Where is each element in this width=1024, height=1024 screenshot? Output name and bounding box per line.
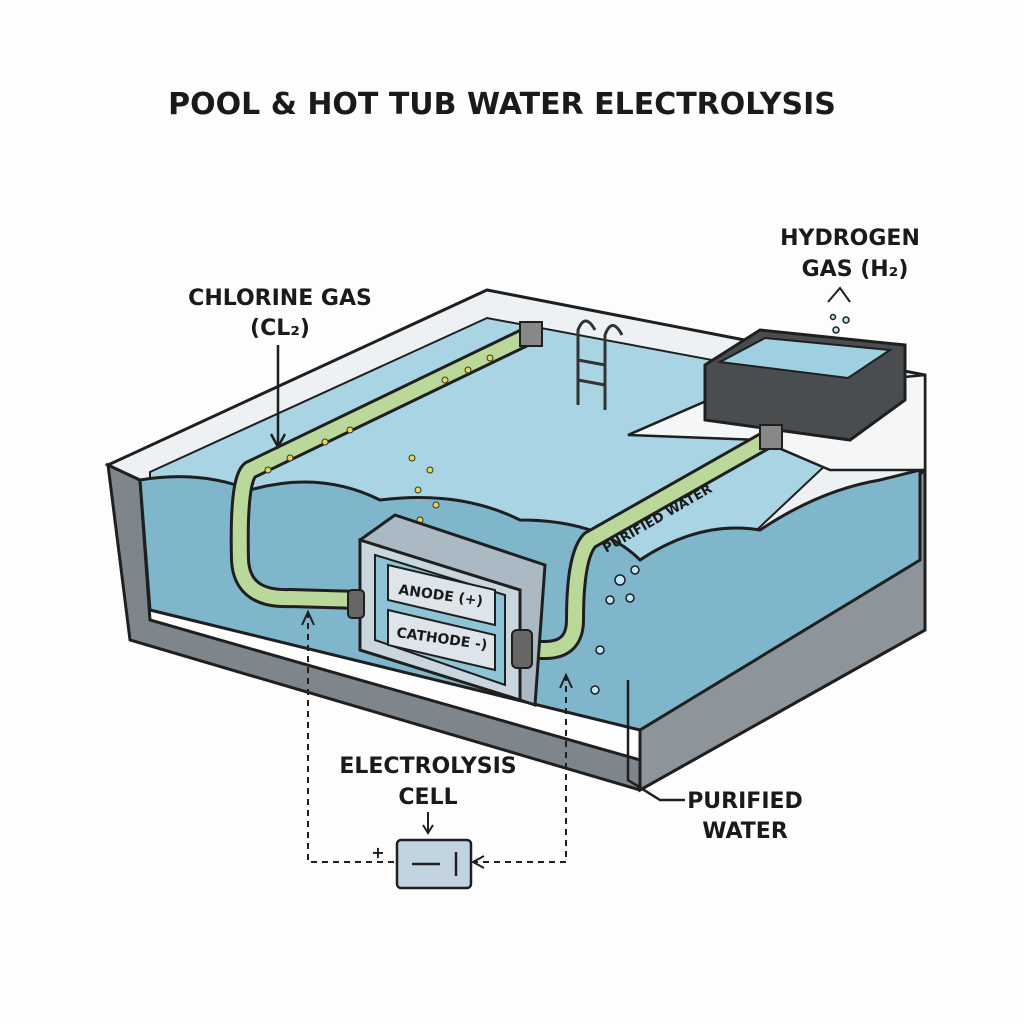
cell-arrow — [422, 812, 434, 835]
hydrogen-bubbles — [590, 313, 850, 695]
purified-label-line1: PURIFIED — [687, 789, 803, 814]
chlorine-arrow — [269, 345, 287, 450]
pipe-fitting-tub — [759, 424, 783, 450]
anode-plate — [387, 563, 496, 627]
battery-plus-sign: + — [371, 843, 384, 862]
pool-ladder — [576, 319, 624, 410]
battery-icon — [395, 838, 473, 890]
purified-leader-line — [626, 680, 685, 802]
cell-label-line1: ELECTROLYSIS — [339, 754, 516, 779]
hydrogen-label-line2: GAS (H₂) — [802, 257, 909, 282]
electrolysis-cell: ANODE (+) CATHODE -) — [347, 513, 547, 708]
hydrogen-label-line1: HYDROGEN — [780, 226, 920, 251]
chlorine-label-line2: (CL₂) — [250, 316, 310, 341]
gas-bubbles — [264, 354, 494, 524]
purified-label-line2: WATER — [702, 819, 788, 844]
anode-wire — [307, 612, 396, 863]
hydrogen-arrow-icon — [827, 286, 851, 303]
diagram-title: POOL & HOT TUB WATER ELECTROLYSIS — [168, 87, 836, 122]
cathode-wire — [474, 675, 567, 863]
cell-label-line2: CELL — [398, 785, 457, 810]
pipe-fitting-top — [519, 321, 543, 347]
chlorine-label-line1: CHLORINE GAS — [188, 286, 372, 311]
cathode-plate — [387, 608, 496, 672]
hot-tub — [703, 328, 907, 442]
